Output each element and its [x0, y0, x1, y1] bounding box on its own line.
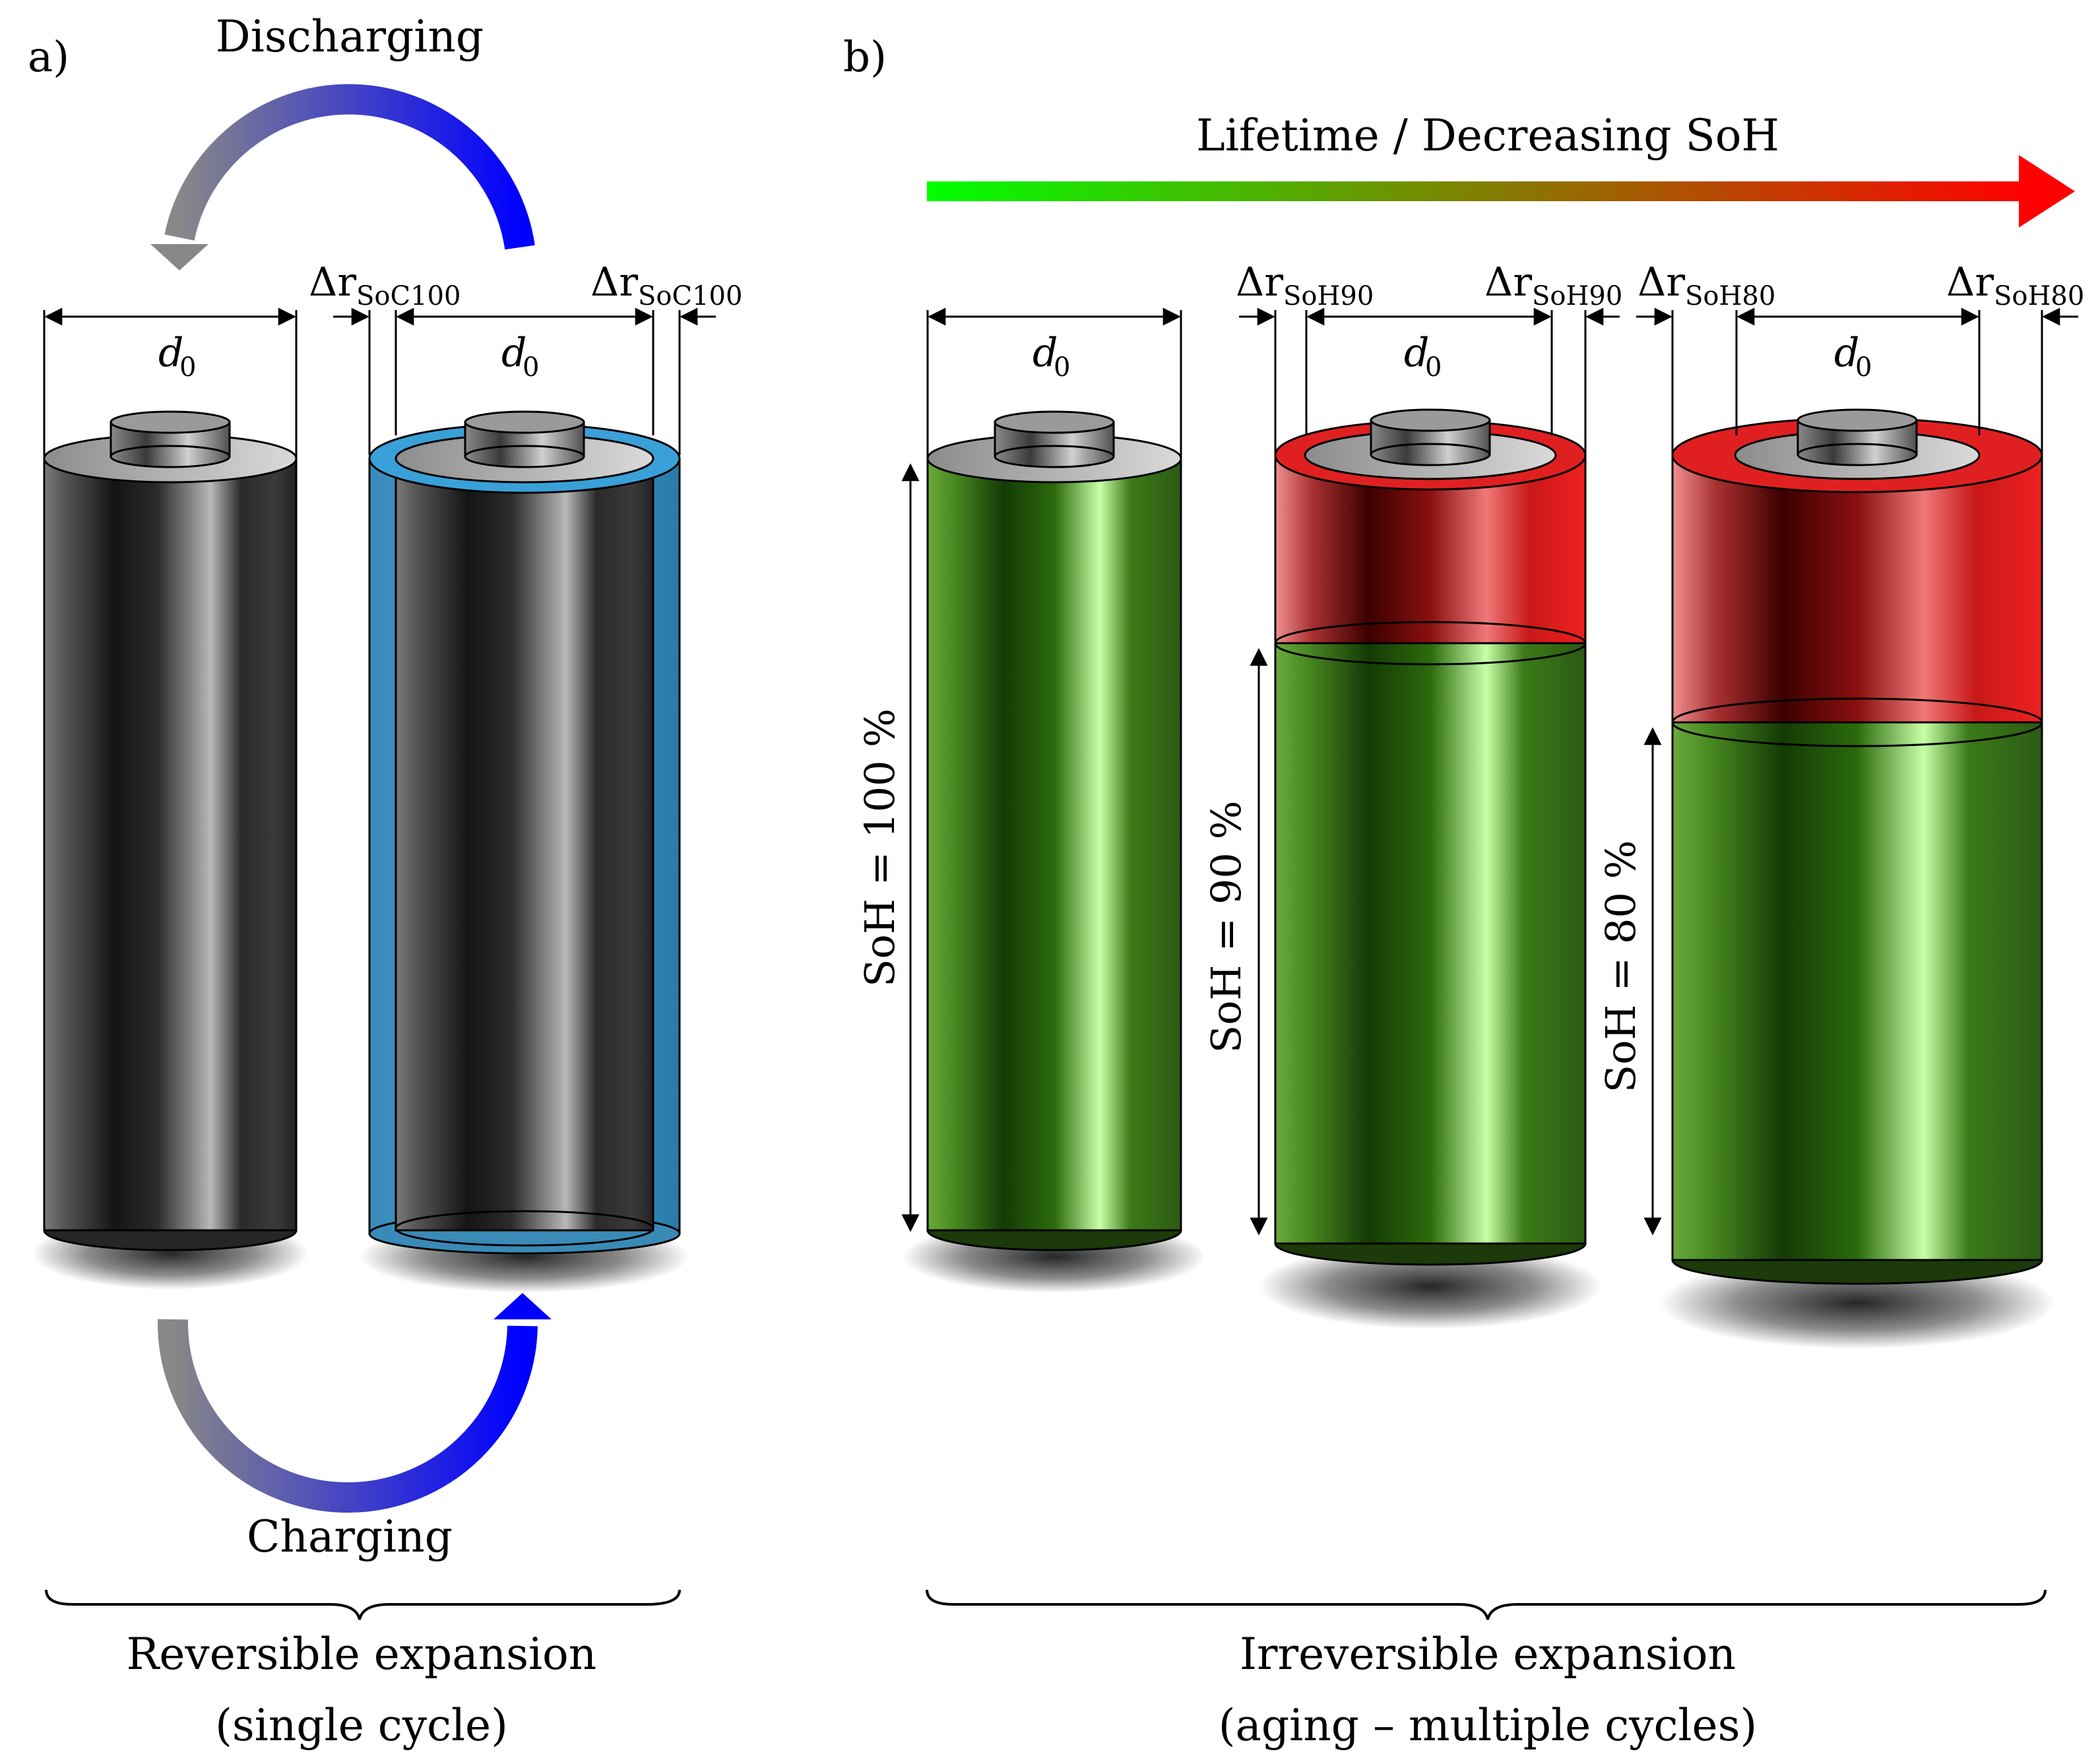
d0-sub-a1: 0 — [179, 352, 196, 383]
cell-b-soh100 — [903, 410, 1206, 1293]
soh-80-label: SoH = 80 % — [1597, 840, 1645, 1093]
delta-r-left-b3-sub: SoH80 — [1685, 281, 1775, 311]
discharging-arrow — [150, 84, 535, 270]
charging-label: Charging — [247, 1511, 453, 1562]
dimension-d0-b3 — [1636, 307, 2078, 1236]
d0-sub-b1: 0 — [1054, 352, 1070, 383]
cell-a-discharged — [32, 410, 309, 1290]
delta-r-right-b2: Δr — [1484, 259, 1532, 305]
d0-sub-a2: 0 — [523, 352, 539, 383]
panel-b-label: b) — [843, 33, 887, 82]
caption-b-line1: Irreversible expansion — [1240, 1629, 1736, 1680]
delta-r-left-b3: Δr — [1638, 259, 1685, 305]
brace-a — [45, 1589, 681, 1620]
caption-b-line2: (aging – multiple cycles) — [1219, 1700, 1757, 1751]
cell-b-soh80 — [1659, 408, 2055, 1349]
d0-label-b3: d — [1834, 330, 1859, 376]
d0-sub-b3: 0 — [1855, 352, 1872, 383]
dimension-d0-b2 — [1239, 307, 1620, 1236]
d0-label-a1: d — [158, 330, 183, 376]
panel-a-label: a) — [28, 33, 69, 82]
delta-r-right-b2-sub: SoH90 — [1532, 281, 1622, 311]
dimension-d0-b1 — [901, 307, 1182, 1232]
lifetime-arrow — [927, 155, 2075, 228]
lifetime-title: Lifetime / Decreasing SoH — [1196, 110, 1779, 161]
d0-label-b2: d — [1404, 330, 1429, 376]
d0-sub-b2: 0 — [1425, 352, 1442, 383]
dimension-d0-a2 — [333, 307, 716, 455]
d0-label-b1: d — [1033, 330, 1058, 376]
delta-r-right-b3-sub: SoH80 — [1994, 281, 2084, 311]
soh-100-label: SoH = 100 % — [856, 709, 904, 987]
delta-r-right-a-sub: SoC100 — [638, 281, 742, 311]
delta-r-left-b2-sub: SoH90 — [1283, 281, 1374, 311]
d0-label-a2: d — [501, 330, 526, 376]
soh-90-label: SoH = 90 % — [1202, 801, 1250, 1054]
delta-r-left-a-sub: SoC100 — [356, 281, 461, 311]
delta-r-left-a: Δr — [309, 259, 356, 305]
discharging-label: Discharging — [216, 11, 484, 62]
delta-r-right-a: Δr — [590, 259, 638, 305]
caption-a-line1: Reversible expansion — [127, 1629, 597, 1680]
caption-a-line2: (single cycle) — [215, 1700, 508, 1751]
cell-a-charged — [360, 410, 689, 1293]
cell-b-soh90 — [1259, 408, 1602, 1329]
delta-r-left-b2: Δr — [1236, 259, 1283, 305]
dimension-d0-a1 — [43, 307, 298, 458]
charging-arrow — [157, 1293, 552, 1513]
delta-r-right-b3: Δr — [1946, 259, 1994, 305]
brace-b — [926, 1589, 2047, 1620]
